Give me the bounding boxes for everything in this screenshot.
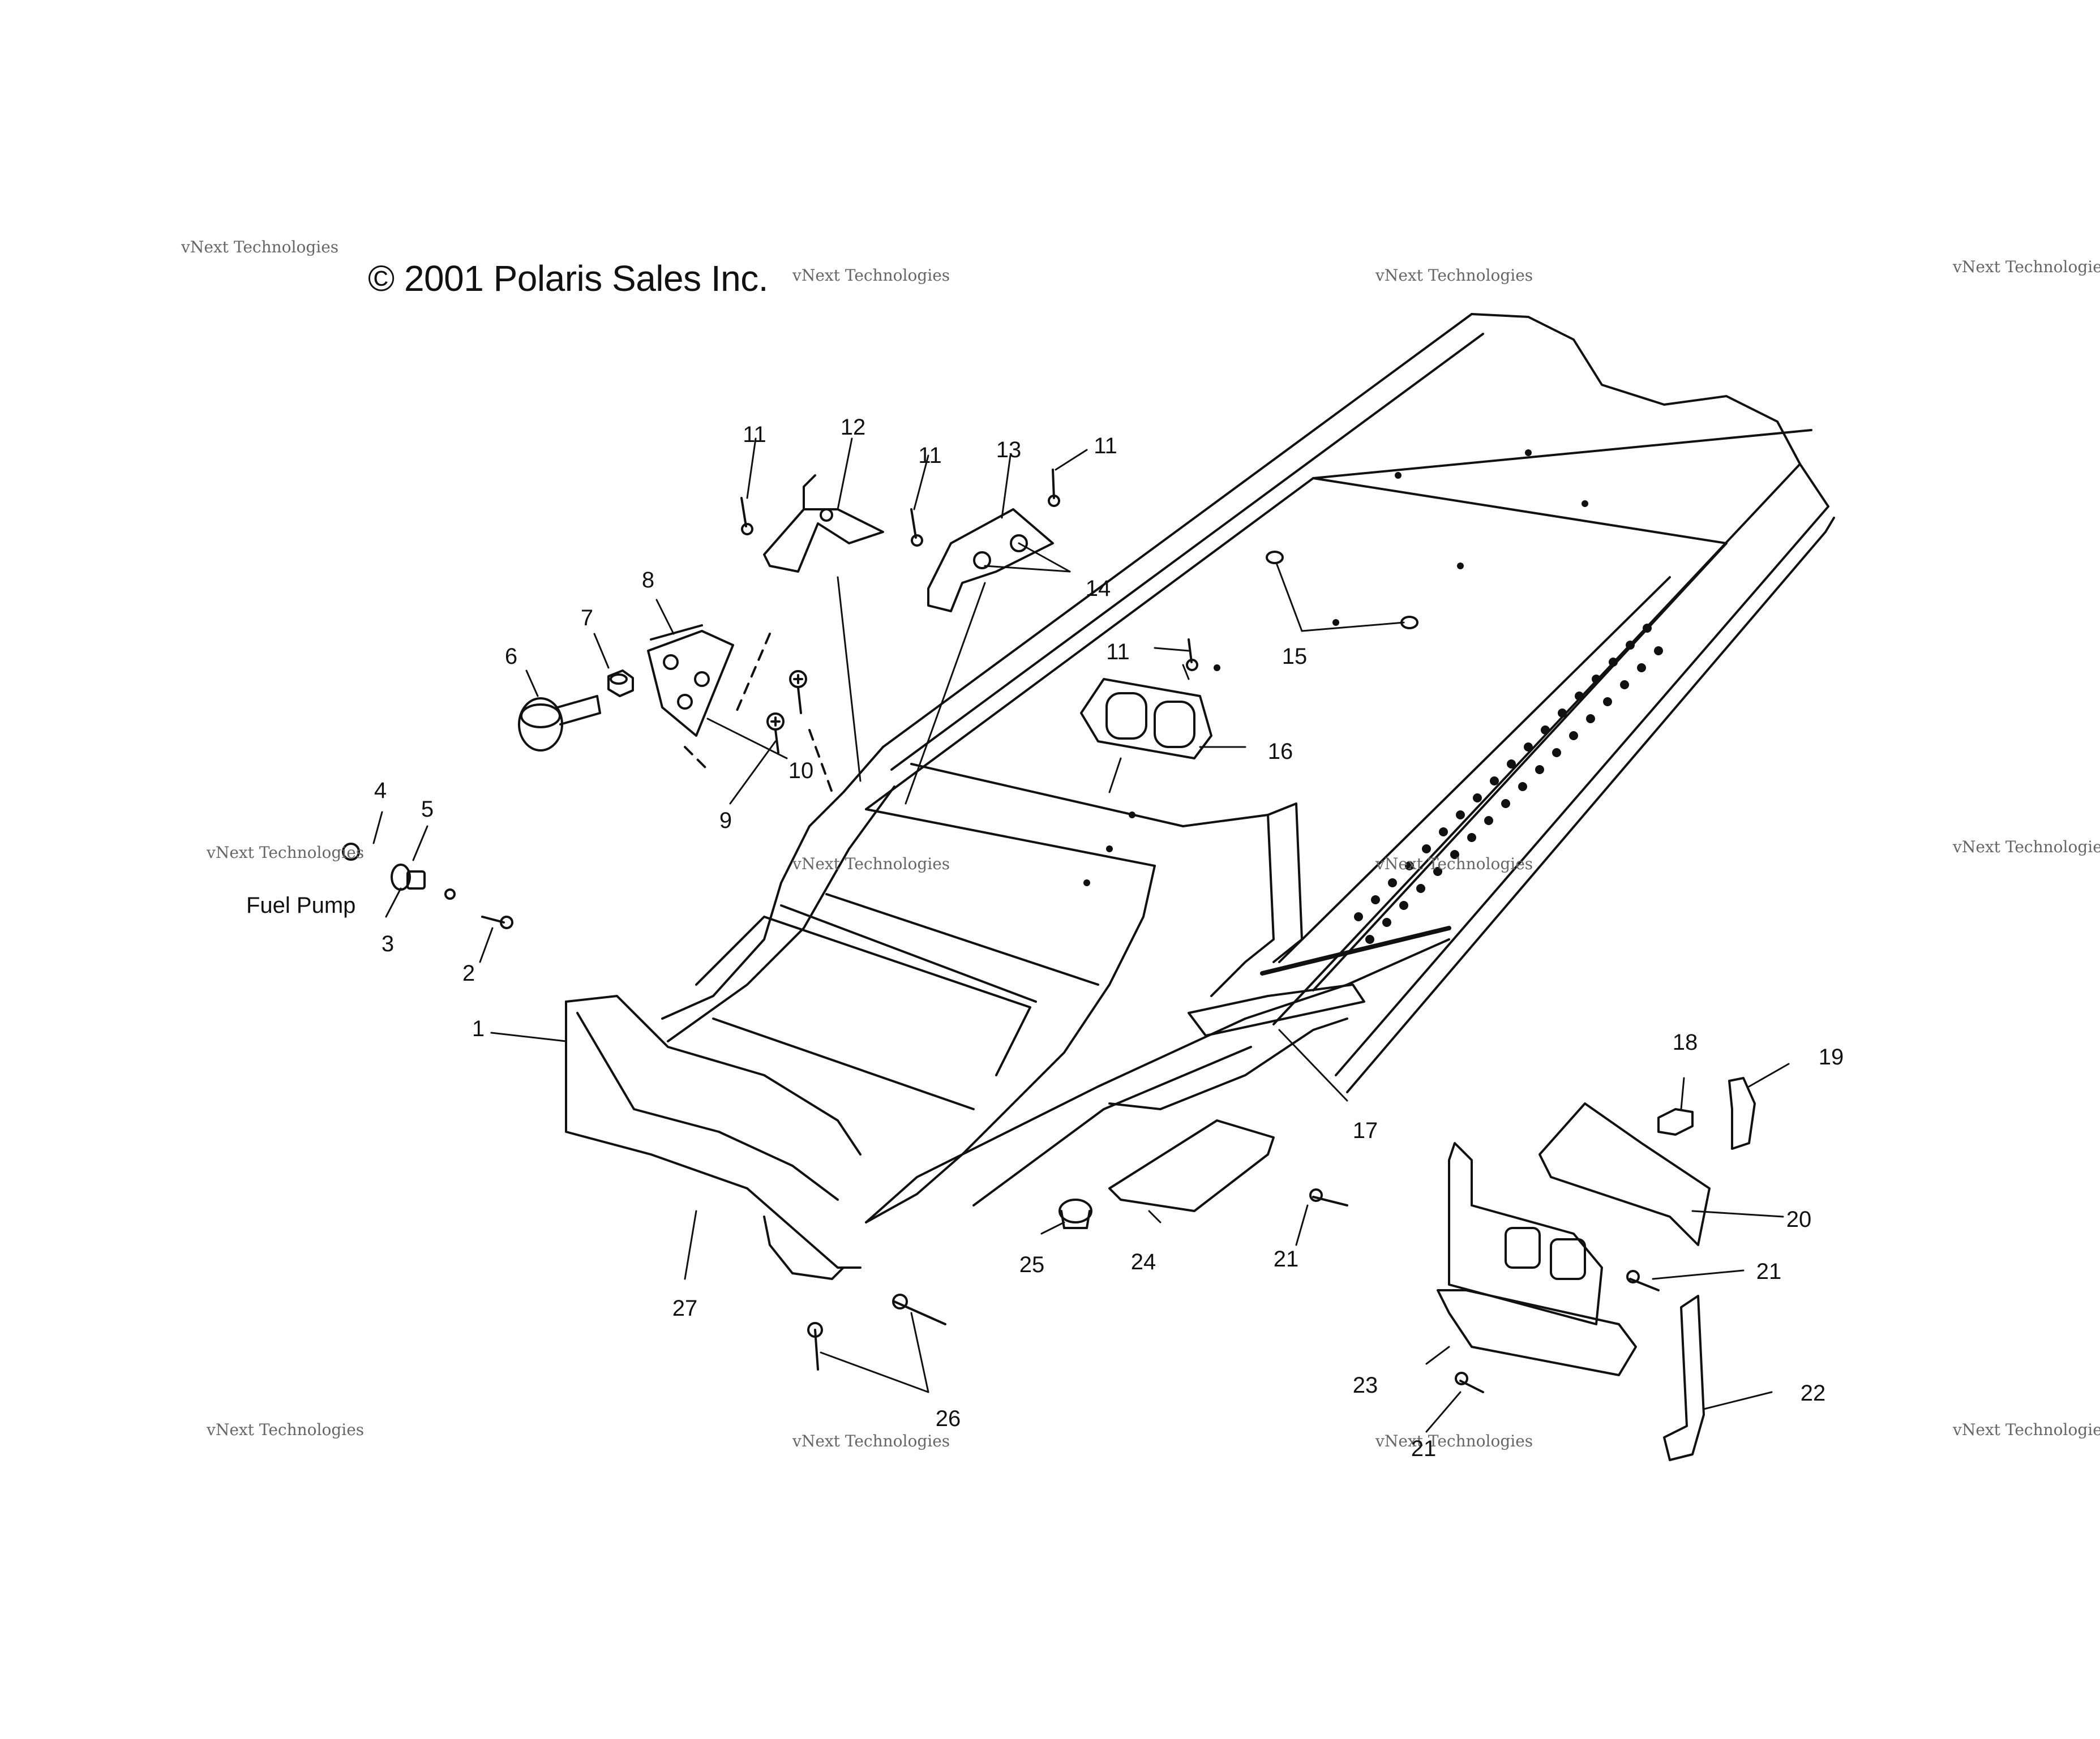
callout-12: 12 (840, 415, 866, 440)
callout-11a: 11 (743, 422, 766, 447)
callout-13: 13 (996, 437, 1022, 462)
callout-23: 23 (1352, 1373, 1378, 1398)
callout-24: 24 (1130, 1249, 1156, 1274)
callout-17: 17 (1352, 1118, 1378, 1143)
rivets-21 (1309, 1188, 1660, 1393)
bracket-part-20 (1538, 1102, 1711, 1246)
block-part-18 (1657, 1108, 1694, 1136)
side-plate-22 (1663, 1295, 1705, 1461)
screw-part-9 (766, 712, 785, 754)
callout-27: 27 (672, 1296, 698, 1321)
callout-25: 25 (1019, 1252, 1045, 1277)
grille-panel-23 (1437, 1142, 1637, 1376)
chassis-frame (565, 313, 1835, 1280)
callout-1: 1 (472, 1016, 485, 1041)
side-panel-holes (1083, 449, 1663, 944)
bracket-part-13 (927, 508, 1054, 612)
vent-panel-16 (1080, 678, 1212, 759)
callout-26: 26 (935, 1406, 961, 1431)
rivets-26 (807, 1294, 946, 1371)
callout-5: 5 (421, 797, 434, 822)
callout-11c: 11 (1094, 433, 1117, 458)
copyright-title: © 2001 Polaris Sales Inc. (368, 258, 769, 299)
callout-11b: 11 (918, 443, 942, 468)
fuel-pump-hardware (342, 843, 513, 929)
screw-part-10 (789, 670, 807, 714)
callout-18: 18 (1672, 1030, 1698, 1055)
callout-20: 20 (1786, 1207, 1812, 1232)
plugs-15 (1266, 551, 1418, 629)
callout-19: 19 (1818, 1045, 1844, 1070)
strap-part-19 (1728, 1077, 1756, 1150)
fuel-pump-label: Fuel Pump (246, 893, 356, 918)
fasteners-11 (740, 469, 1198, 671)
callout-22: 22 (1800, 1381, 1826, 1406)
callout-10: 10 (788, 758, 814, 783)
bracket-plate-8 (647, 624, 734, 737)
knob-part-6 (518, 695, 601, 752)
plug-part-25 (1058, 1199, 1092, 1229)
callout-8: 8 (641, 568, 655, 592)
callout-7: 7 (580, 606, 594, 630)
callout-21c: 21 (1411, 1436, 1437, 1461)
callout-3: 3 (381, 931, 395, 956)
callout-14: 14 (1085, 576, 1111, 601)
callout-6: 6 (504, 644, 518, 669)
callout-4: 4 (374, 778, 387, 803)
callout-9: 9 (719, 808, 732, 833)
nut-part-7 (607, 669, 634, 697)
callout-21a: 21 (1273, 1247, 1299, 1272)
bracket-part-12 (763, 474, 884, 573)
leader-lines (372, 437, 1790, 1433)
flap-part-24 (1108, 1119, 1275, 1212)
alignment-dashes (684, 633, 833, 793)
callout-11d: 11 (1106, 639, 1130, 664)
callout-21b: 21 (1756, 1259, 1782, 1284)
callout-2: 2 (462, 961, 475, 986)
callout-15: 15 (1282, 644, 1308, 669)
callout-16: 16 (1267, 739, 1293, 764)
